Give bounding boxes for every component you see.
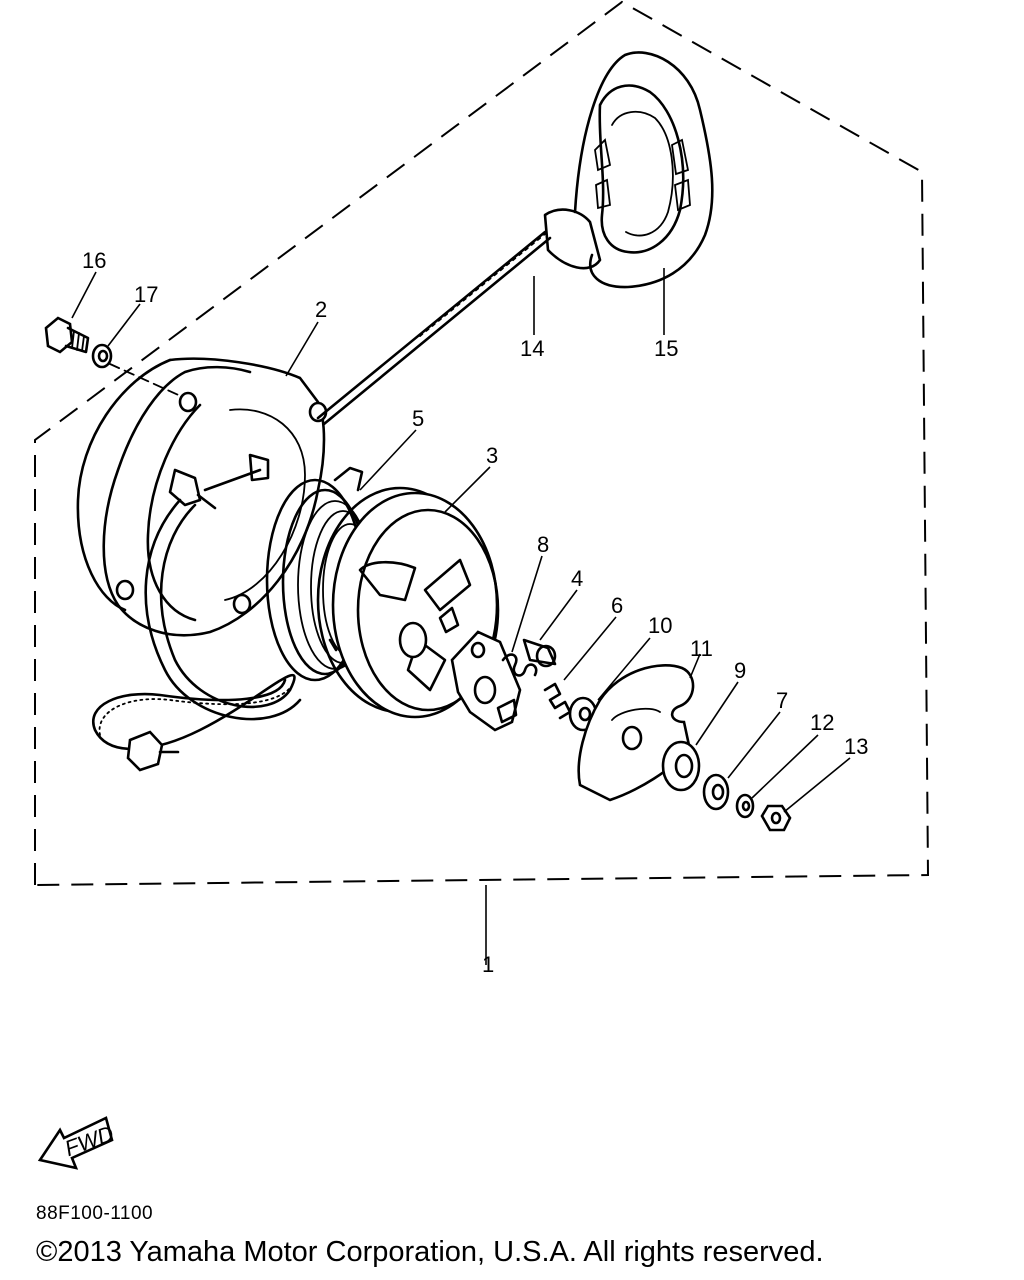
fwd-arrow-icon: FWD: [37, 1116, 117, 1170]
starter-handle-15: [543, 51, 714, 289]
stop-switch-cable: [92, 503, 296, 751]
washer-9: [661, 740, 701, 792]
callout-15: 15: [654, 336, 678, 361]
callout-16: 16: [82, 248, 106, 273]
callout-6: 6: [611, 593, 623, 618]
leader-lines: [71, 268, 851, 813]
callout-9: 9: [734, 658, 746, 683]
nut-13: [760, 804, 792, 832]
cable-plug: [126, 730, 180, 772]
bolt-16: [44, 316, 90, 354]
cable-jacket-ticks: [98, 687, 291, 736]
part-number: 88F100-1100: [36, 1203, 154, 1224]
pawl-spring-4: [501, 638, 557, 677]
callout-7: 7: [776, 688, 788, 713]
bolt-axis-line: [109, 363, 186, 399]
spring-6: [543, 682, 572, 720]
callout-12: 12: [810, 710, 834, 735]
fwd-label: FWD: [61, 1121, 117, 1162]
callout-11: 11: [690, 636, 713, 661]
callout-3: 3: [486, 443, 498, 468]
washer-17: [91, 343, 113, 369]
callout-14: 14: [520, 336, 544, 361]
pawl-8: [450, 630, 522, 732]
callout-5: 5: [412, 406, 424, 431]
stop-switch-cable-outer: [144, 498, 302, 721]
callout-8: 8: [537, 532, 549, 557]
washer-7: [702, 773, 730, 811]
callout-2: 2: [315, 297, 327, 322]
callout-17: 17: [134, 282, 158, 307]
callout-10: 10: [648, 613, 672, 638]
copyright-notice: ©2013 Yamaha Motor Corporation, U.S.A. A…: [36, 1236, 824, 1268]
starter-rope-14: [316, 230, 552, 426]
lock-washer-12: [735, 793, 755, 819]
callout-4: 4: [571, 566, 583, 591]
callout-13: 13: [844, 734, 868, 759]
callout-1: 1: [482, 952, 494, 977]
starter-housing-2: [76, 357, 328, 637]
